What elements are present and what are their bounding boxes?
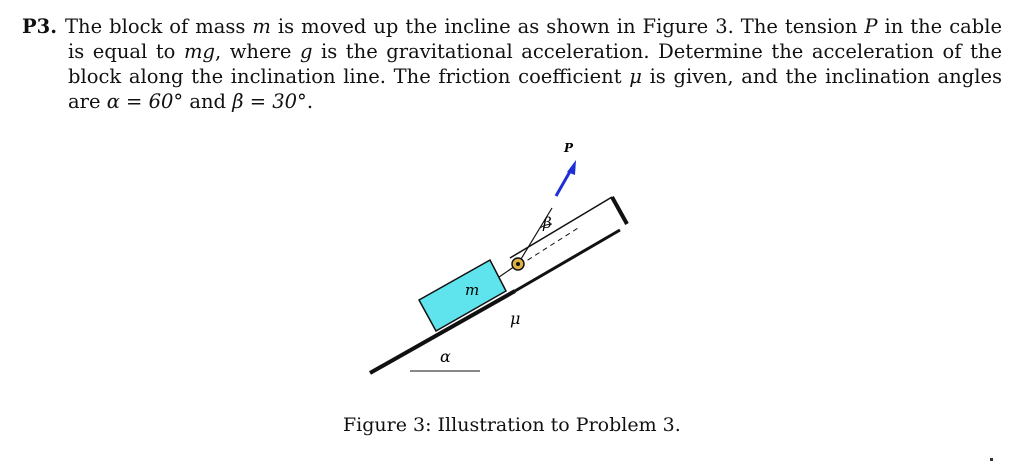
- label-mu: μ: [510, 309, 520, 328]
- problem-text: in the cable is equal to: [68, 15, 1003, 63]
- problem-text: is the gravitational acceleration. Deter…: [68, 40, 1003, 88]
- math-mu: μ: [629, 65, 642, 88]
- rail-lower-line: [514, 228, 621, 293]
- math-alpha-equation: α = 60°: [106, 90, 184, 113]
- problem-text: , where: [214, 40, 300, 63]
- label-P: P: [563, 141, 574, 155]
- corner-mark: [990, 458, 993, 461]
- problem-text: The block of mass: [65, 15, 253, 38]
- rail-upper-line: [509, 196, 613, 259]
- math-P: P: [864, 15, 878, 38]
- problem-paragraph: P3. The block of mass m is moved up the i…: [22, 14, 1002, 114]
- dashed-reference-line: [519, 227, 579, 266]
- incline-figure: P β m μ α: [369, 141, 629, 375]
- problem-text: is moved up the incline as shown in Figu…: [270, 15, 865, 38]
- math-m: m: [252, 15, 271, 38]
- problem-number: P3.: [22, 15, 58, 38]
- pulley-center: [516, 262, 520, 266]
- cable-line: [517, 207, 553, 265]
- label-m: m: [465, 281, 479, 299]
- math-beta-equation: β = 30°: [232, 90, 307, 113]
- block-mass: [417, 258, 507, 333]
- figure-caption: Figure 3: Illustration to Problem 3.: [343, 414, 681, 436]
- tension-arrow-head-icon: [567, 160, 576, 175]
- label-beta: β: [542, 214, 552, 232]
- problem-text: is given, and the inclination angles are: [68, 65, 1002, 113]
- label-alpha: α: [440, 347, 451, 366]
- beta-arc: [539, 223, 553, 229]
- math-mg: mg: [183, 40, 215, 63]
- incline-surface: [369, 289, 516, 375]
- problem-text: .: [306, 90, 314, 113]
- problem-statement: P3. The block of mass m is moved up the i…: [22, 14, 1002, 114]
- problem-text: and: [183, 90, 233, 113]
- math-g: g: [299, 40, 313, 63]
- rail-end-stop: [610, 196, 629, 225]
